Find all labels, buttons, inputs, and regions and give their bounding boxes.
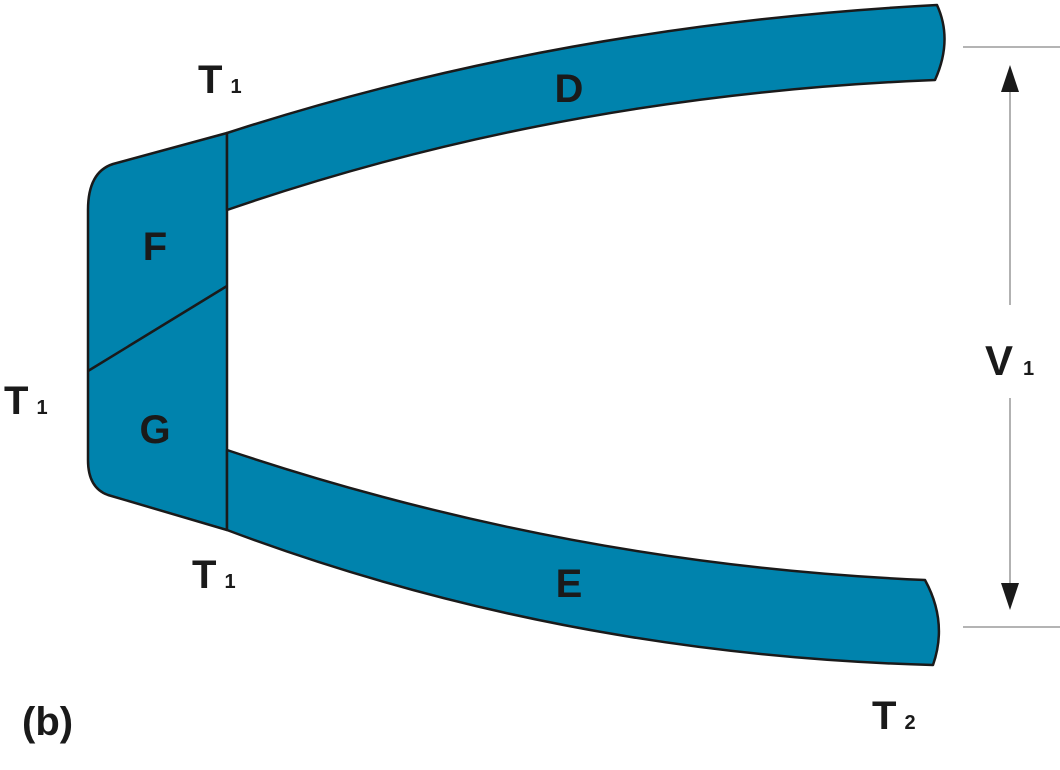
region-label-e: E bbox=[556, 562, 583, 606]
junction-block bbox=[86, 131, 229, 532]
region-label-g: G bbox=[139, 408, 170, 452]
upper-arm-d bbox=[225, 3, 946, 212]
dimension-arrow-down-icon bbox=[1001, 583, 1019, 610]
region-label-d: D bbox=[555, 67, 584, 111]
region-label-f: F bbox=[143, 225, 167, 269]
dimension-arrow-up-icon bbox=[1001, 65, 1019, 92]
lower-arm-e bbox=[225, 448, 941, 667]
fg-divider bbox=[87, 284, 228, 373]
figure-label: (b) bbox=[22, 700, 73, 744]
